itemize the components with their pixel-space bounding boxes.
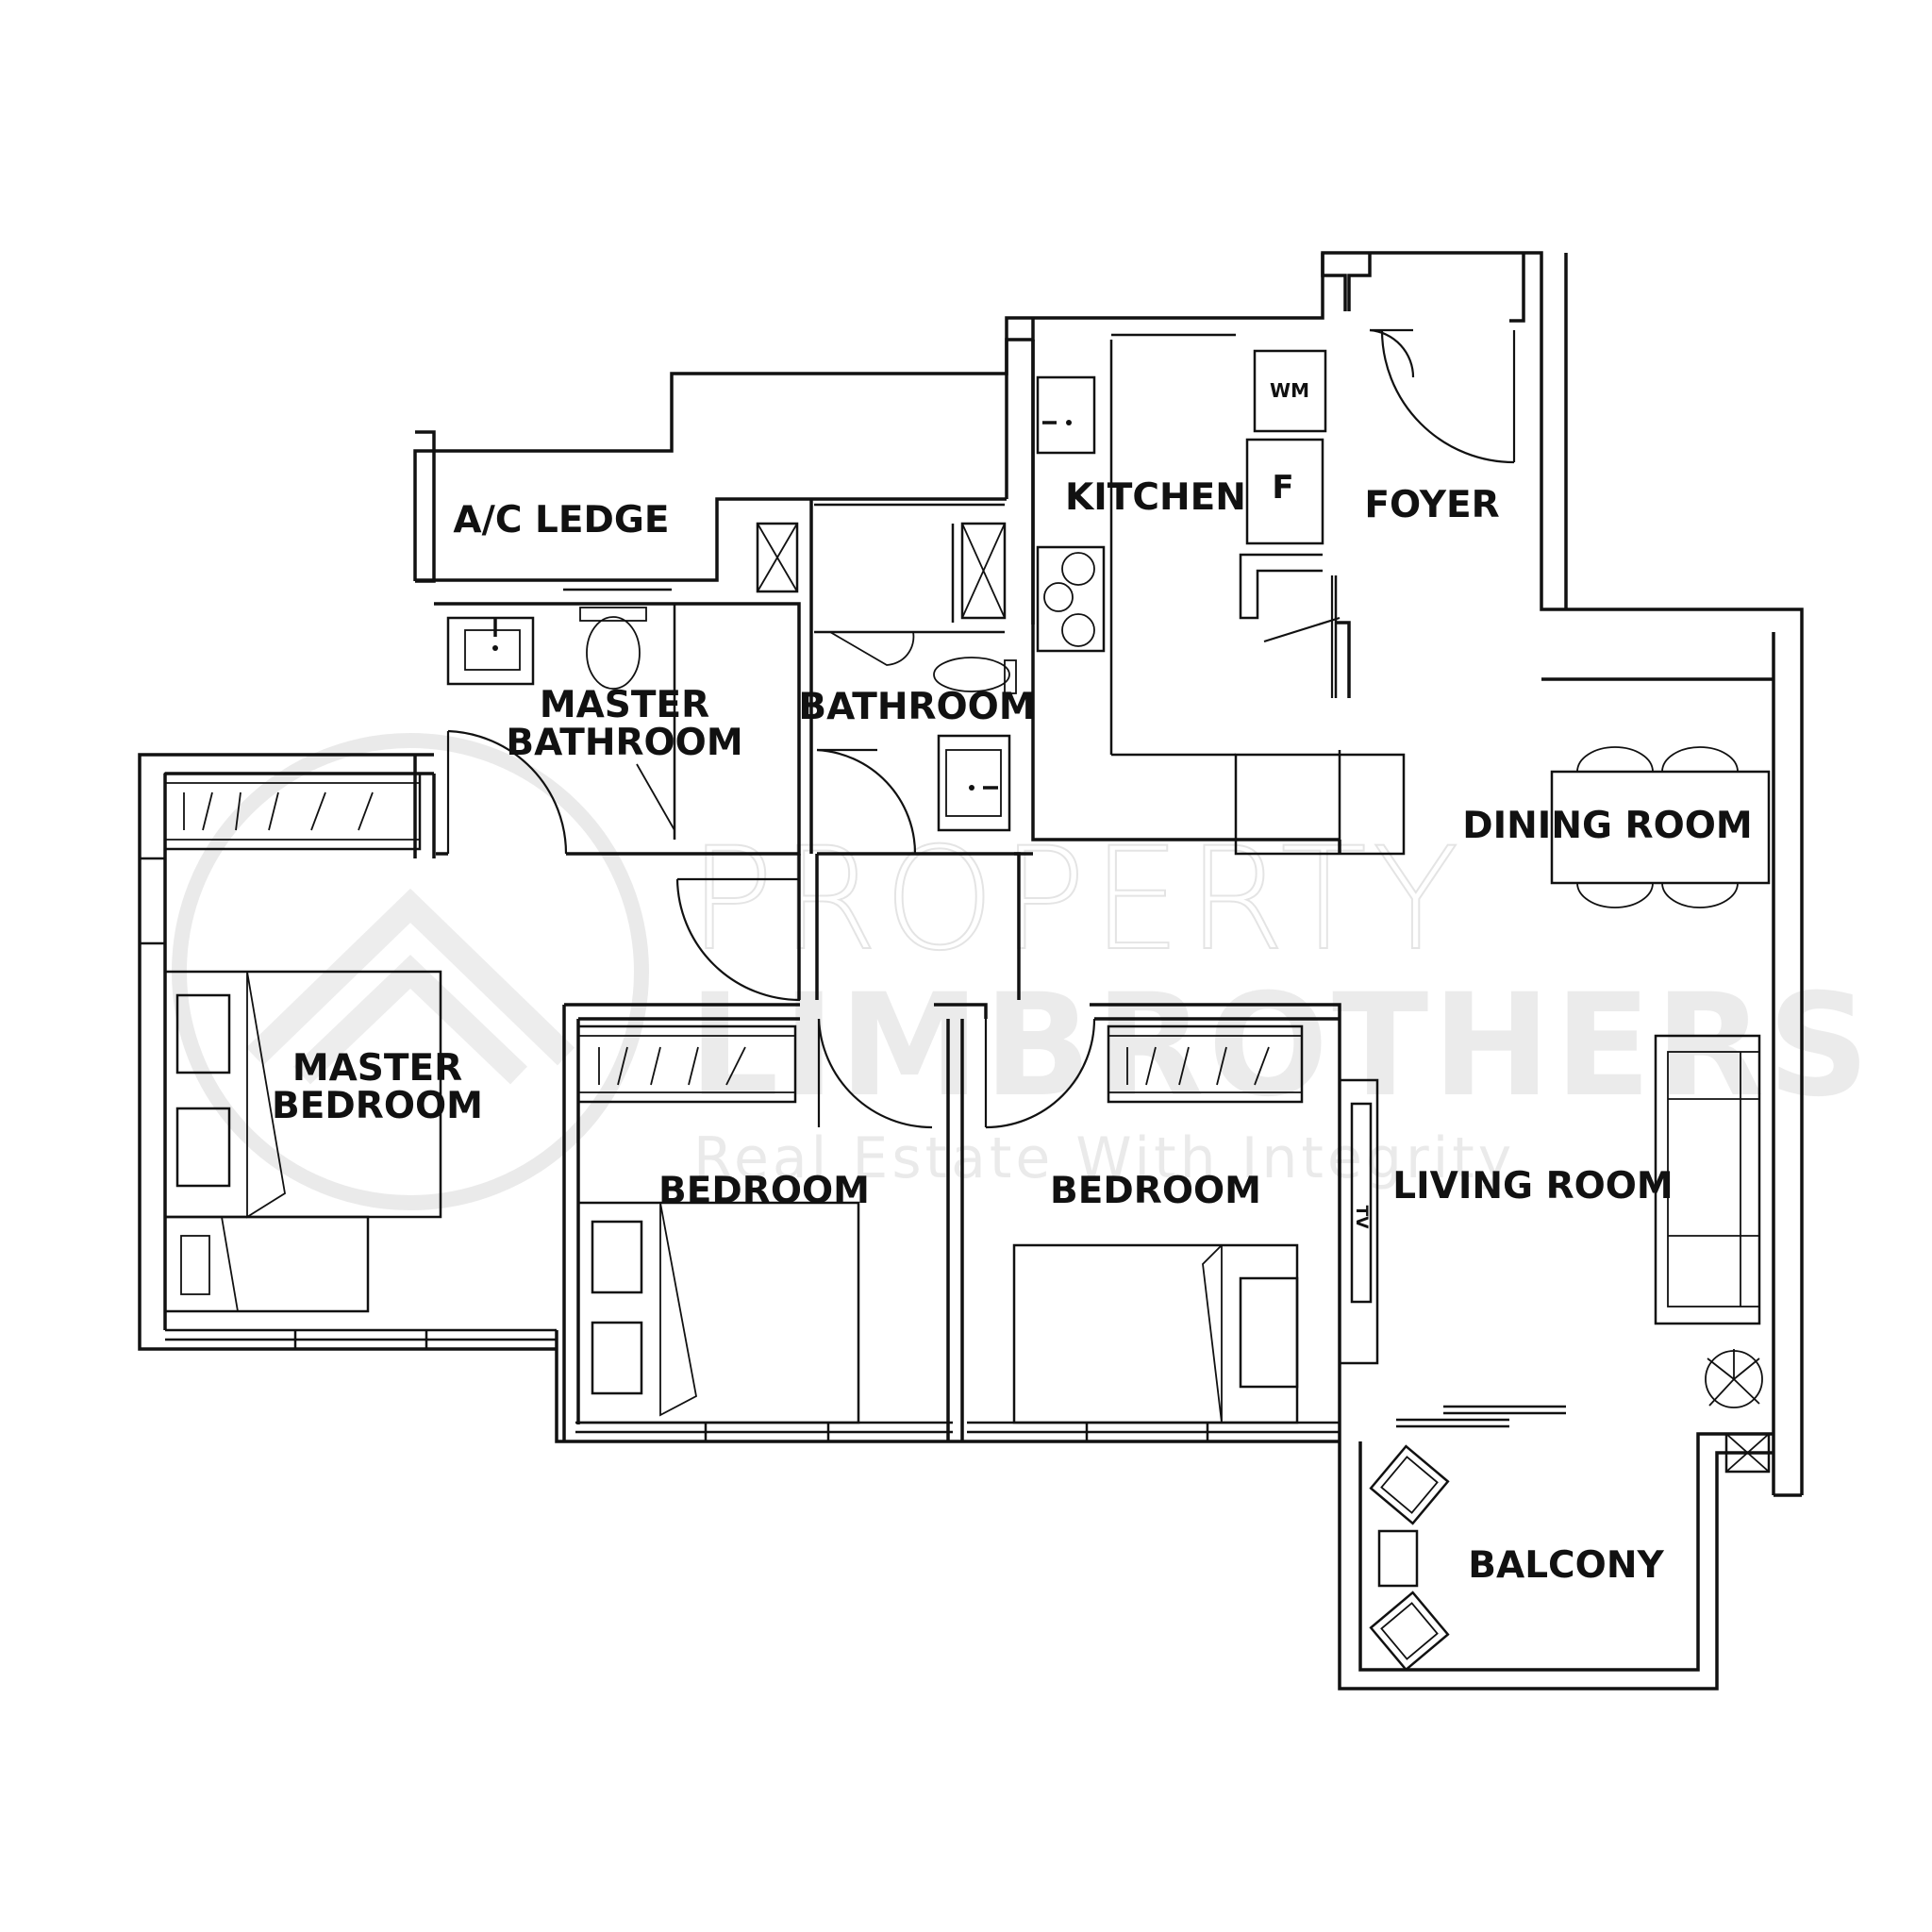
foyer-label: FOYER — [1364, 484, 1499, 526]
shafts — [756, 522, 1771, 1474]
bedroom-right-bed — [1012, 1243, 1299, 1424]
bathroom-label: BATHROOM — [798, 686, 1035, 728]
kitchen-label: KITCHEN — [1065, 476, 1246, 519]
washing-machine-label: WM — [1270, 379, 1309, 402]
doors — [446, 328, 1516, 1129]
watermark-tagline: Real Estate With Integrity — [693, 1125, 1515, 1191]
master-basin — [446, 616, 535, 686]
kitchen-fixtures: WM F — [1036, 349, 1327, 653]
plant-icon — [1705, 1349, 1763, 1408]
bedroom-left-bed — [576, 1201, 860, 1424]
kitchen-sink — [1036, 375, 1096, 455]
watermark-line2: LIMBROTHERS — [689, 964, 1874, 1128]
living-room-label: LIVING ROOM — [1392, 1165, 1673, 1208]
balcony-label: BALCONY — [1468, 1544, 1664, 1587]
fridge — [1245, 438, 1324, 545]
master-toilet-bowl — [586, 616, 641, 690]
wardrobes — [163, 772, 1304, 1104]
tv-label: TV — [1352, 1206, 1371, 1230]
master-bed — [163, 970, 442, 1313]
watermark: PROPERTY LIMBROTHERS Real Estate With In… — [172, 733, 1874, 1210]
ac-ledge-label: A/C LEDGE — [453, 499, 669, 541]
dining-table — [1550, 770, 1771, 885]
master-bathroom-label-line1: MASTER — [540, 684, 709, 726]
master-toilet-tank — [579, 607, 647, 622]
stove-hob — [1036, 545, 1106, 653]
bathroom-fixtures — [446, 607, 1017, 832]
balcony-furniture — [1369, 1444, 1450, 1672]
dining-set — [1550, 746, 1771, 908]
master-bathroom-label-line2: BATHROOM — [506, 722, 742, 764]
washing-machine — [1253, 349, 1327, 433]
room-labels: A/C LEDGE KITCHEN FOYER MASTER BATHROOM … — [272, 476, 1753, 1587]
master-bedroom-label-line1: MASTER — [292, 1047, 462, 1090]
master-bedroom-label-line2: BEDROOM — [272, 1085, 483, 1127]
bedroom-right-label: BEDROOM — [1050, 1170, 1261, 1212]
sofa — [1654, 1034, 1761, 1325]
watermark-line1: PROPERTY — [689, 818, 1465, 982]
fridge-label: F — [1272, 469, 1293, 507]
bathroom-basin — [937, 734, 1011, 832]
bedroom-left-label: BEDROOM — [658, 1170, 870, 1212]
dining-room-label: DINING ROOM — [1462, 805, 1752, 847]
bathroom-toilet-bowl — [933, 657, 1010, 692]
